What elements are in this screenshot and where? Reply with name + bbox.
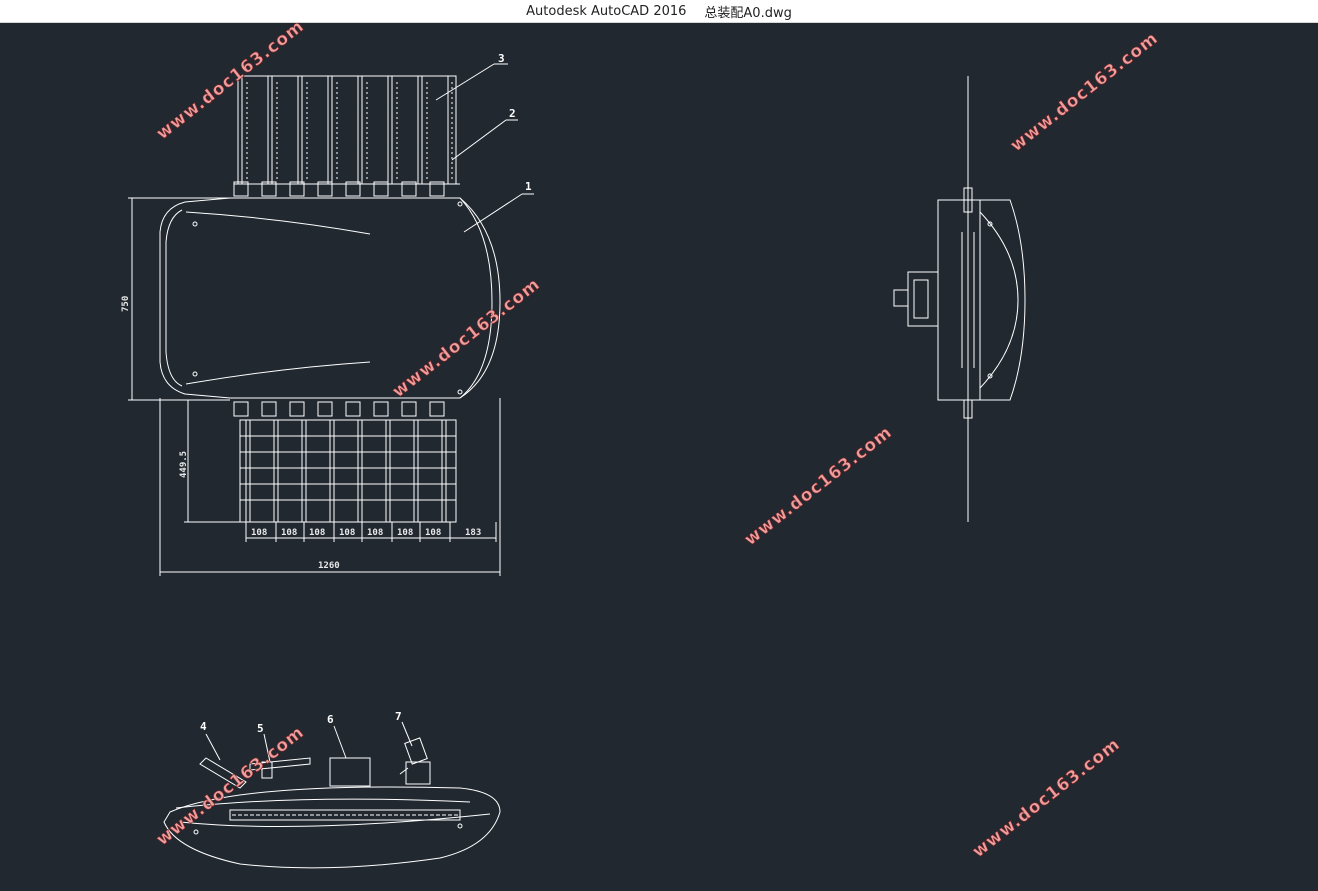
part-label-1: 1 (525, 180, 532, 193)
cad-drawing[interactable]: 3 2 1 4 5 6 7 750 449.5 1260 108 108 108… (0, 16, 1318, 887)
watermark-6: www.doc163.com (969, 734, 1125, 862)
dim-slot-1: 108 (251, 528, 267, 538)
part-label-6: 6 (327, 713, 334, 726)
hull-plan (159, 197, 501, 399)
watermark-1: www.doc163.com (153, 22, 309, 144)
dim-total-width: 1260 (318, 561, 340, 571)
watermark-5: www.doc163.com (153, 722, 309, 850)
leader-1 (463, 193, 523, 233)
leader-4 (205, 733, 221, 761)
top-view (128, 63, 534, 576)
file-name: 总装配A0.dwg (704, 5, 792, 21)
leader-3 (435, 63, 495, 101)
window-titlebar: Autodesk AutoCAD 2016 总装配A0.dwg (0, 0, 1318, 23)
watermark-2: www.doc163.com (1007, 28, 1163, 156)
dim-end: 183 (465, 528, 481, 538)
front-view (163, 721, 501, 869)
part-label-2: 2 (509, 107, 516, 120)
dim-slot-5: 108 (367, 528, 383, 538)
dim-slot-4: 108 (339, 528, 355, 538)
dim-height-750: 750 (121, 296, 131, 312)
dim-slot-3: 108 (309, 528, 325, 538)
part-label-3: 3 (498, 52, 505, 65)
side-view (893, 76, 1026, 522)
top-rack (233, 75, 460, 197)
part-label-4: 4 (200, 720, 207, 733)
watermark-3: www.doc163.com (389, 274, 545, 402)
app-title: Autodesk AutoCAD 2016 (526, 3, 687, 19)
dimension-lines (128, 197, 501, 576)
leader-2 (451, 119, 507, 161)
leader-5 (263, 733, 271, 763)
part-label-5: 5 (257, 722, 264, 735)
drawing-canvas[interactable]: 3 2 1 4 5 6 7 750 449.5 1260 108 108 108… (0, 16, 1318, 887)
dim-tray-length: 449.5 (179, 451, 189, 478)
watermark-4: www.doc163.com (741, 422, 897, 550)
bottom-rack (233, 401, 457, 523)
leader-6 (333, 725, 347, 759)
dim-slot-6: 108 (397, 528, 413, 538)
part-label-7: 7 (395, 710, 402, 723)
dim-slot-2: 108 (281, 528, 297, 538)
dim-slot-7: 108 (425, 528, 441, 538)
leader-7 (401, 721, 413, 747)
